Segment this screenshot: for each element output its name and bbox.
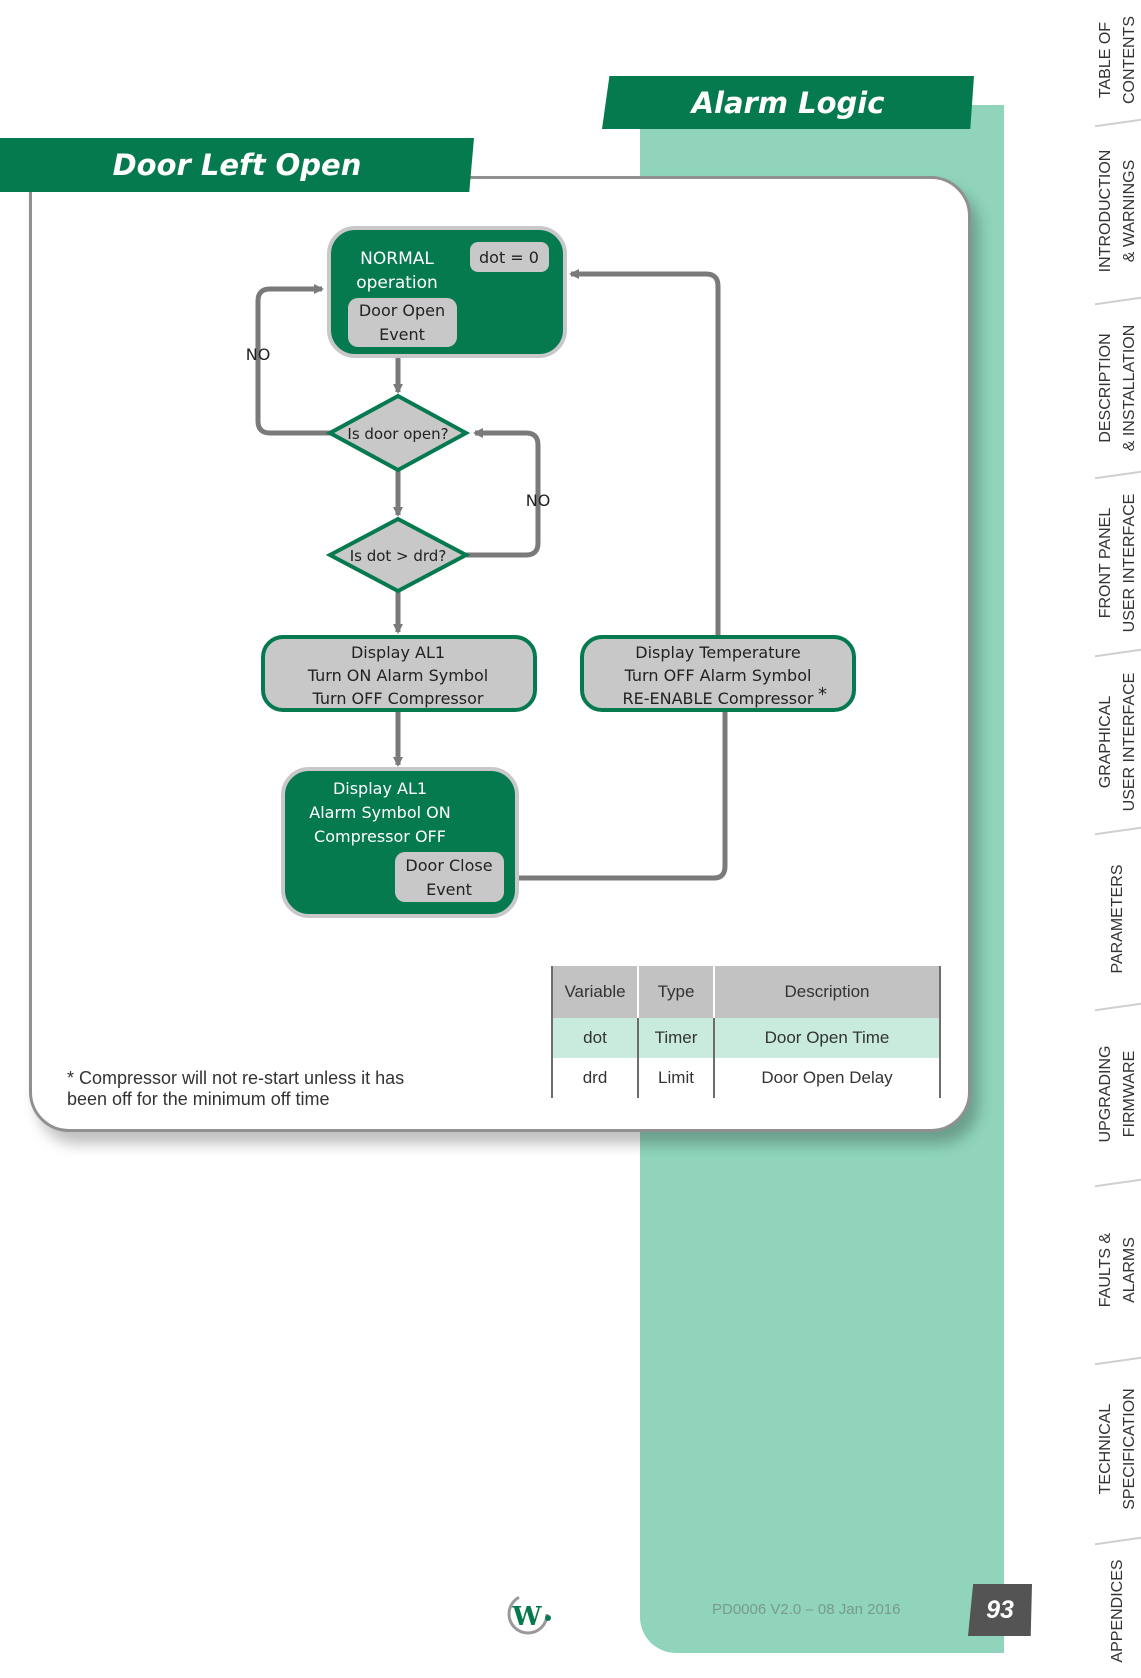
tab-description-installation[interactable]: DESCRIPTION & INSTALLATION xyxy=(1095,304,1141,472)
table-header: Variable xyxy=(551,966,639,1018)
door-open-event-line2: Event xyxy=(379,325,425,344)
alarm-action-box: Display AL1 Turn ON Alarm Symbol Turn OF… xyxy=(261,635,537,712)
tab-label: FRONT PANEL USER INTERFACE xyxy=(1097,493,1138,633)
decision-door-open: Is door open? xyxy=(325,393,471,473)
restore-action-line2: Turn OFF Alarm Symbol xyxy=(624,666,812,685)
tab-label: APPENDICES xyxy=(1109,1559,1126,1663)
table-row: drd Limit Door Open Delay xyxy=(551,1058,941,1098)
normal-operation-box: NORMAL operation dot = 0 Door Open Event xyxy=(327,226,567,358)
alarm-state-line2: Alarm Symbol ON xyxy=(309,803,450,822)
arrow-restore-to-normal xyxy=(569,269,721,636)
table-header-row: Variable Type Description xyxy=(551,966,941,1018)
tab-parameters[interactable]: PARAMETERS xyxy=(1095,834,1141,1004)
tab-label: TABLE OF CONTENTS xyxy=(1097,16,1138,104)
alarm-action-line3: Turn OFF Compressor xyxy=(312,689,484,708)
alarm-state-box: Display AL1 Alarm Symbol ON Compressor O… xyxy=(281,767,519,918)
tab-label: GRAPHICAL USER INTERFACE xyxy=(1097,672,1138,812)
restore-action-box: Display Temperature Turn OFF Alarm Symbo… xyxy=(580,635,856,712)
restore-action-line3: RE-ENABLE Compressor xyxy=(623,689,814,708)
alarm-state-line3: Compressor OFF xyxy=(314,827,446,846)
tab-front-panel-user-interface[interactable]: FRONT PANEL USER INTERFACE xyxy=(1095,478,1141,648)
tab-faults-alarms[interactable]: FAULTS & ALARMS xyxy=(1095,1186,1141,1354)
company-logo: W xyxy=(507,1593,551,1635)
table-cell: dot xyxy=(551,1018,638,1058)
table-cell: Limit xyxy=(637,1058,715,1098)
variables-table: Variable Type Description dot Timer Door… xyxy=(551,966,941,1098)
dot-reset-label: dot = 0 xyxy=(479,248,539,267)
arrow-no-dot-loop xyxy=(466,428,541,558)
tab-table-of-contents[interactable]: TABLE OF CONTENTS xyxy=(1095,0,1141,120)
tab-graphical-user-interface[interactable]: GRAPHICAL USER INTERFACE xyxy=(1095,656,1141,828)
subsection-title-banner: Door Left Open xyxy=(0,138,474,192)
document-code: PD0006 V2.0 – 08 Jan 2016 xyxy=(712,1601,901,1618)
decision-dot-greater-drd: Is dot > drd? xyxy=(325,516,471,594)
tab-label: INTRODUCTION & WARNINGS xyxy=(1097,149,1138,273)
alarm-action-line1: Display AL1 xyxy=(351,643,445,662)
tab-label: PARAMETERS xyxy=(1109,864,1126,974)
door-close-event-line1: Door Close xyxy=(405,856,492,875)
door-close-event-line2: Event xyxy=(426,880,472,899)
arrow-no-door-closed-loop xyxy=(255,284,332,436)
normal-title-line2: operation xyxy=(356,273,438,293)
decision-dot-drd-text: Is dot > drd? xyxy=(350,547,447,565)
tab-appendices[interactable]: APPENDICES xyxy=(1095,1544,1141,1678)
section-title: Alarm Logic xyxy=(691,85,885,120)
table-header: Type xyxy=(638,966,715,1018)
svg-text:W: W xyxy=(511,1602,542,1632)
decision-door-open-text: Is door open? xyxy=(347,425,448,443)
table-row: dot Timer Door Open Time xyxy=(551,1018,941,1058)
tab-label: DESCRIPTION & INSTALLATION xyxy=(1097,324,1138,452)
tab-technical-specification[interactable]: TECHNICAL SPECIFICATION xyxy=(1095,1364,1141,1534)
restore-action-line1: Display Temperature xyxy=(635,643,800,662)
table-cell: Door Open Delay xyxy=(714,1058,941,1098)
no-label-right: NO xyxy=(526,491,551,510)
alarm-action-line2: Turn ON Alarm Symbol xyxy=(307,666,488,685)
normal-title-line1: NORMAL xyxy=(360,249,434,269)
subsection-title: Door Left Open xyxy=(112,148,362,182)
tab-upgrading-firmware[interactable]: UPGRADING FIRMWARE xyxy=(1095,1010,1141,1178)
restore-action-asterisk: * xyxy=(818,684,827,705)
section-title-banner: Alarm Logic xyxy=(602,76,974,129)
table-cell: Door Open Time xyxy=(714,1018,941,1058)
no-label-left: NO xyxy=(246,345,271,364)
page-number: 93 xyxy=(968,1584,1032,1636)
table-cell: Timer xyxy=(637,1018,715,1058)
tab-label: UPGRADING FIRMWARE xyxy=(1097,1045,1138,1143)
section-tabs: TABLE OF CONTENTS INTRODUCTION & WARNING… xyxy=(1095,0,1141,1678)
tab-label: TECHNICAL SPECIFICATION xyxy=(1097,1388,1138,1510)
compressor-footnote: * Compressor will not re-start unless it… xyxy=(67,1068,405,1109)
tab-introduction-warnings[interactable]: INTRODUCTION & WARNINGS xyxy=(1095,126,1141,296)
table-cell: drd xyxy=(551,1058,638,1098)
door-open-event-line1: Door Open xyxy=(359,301,445,320)
table-header: Description xyxy=(714,966,941,1018)
tab-label: FAULTS & ALARMS xyxy=(1097,1232,1138,1308)
alarm-state-line1: Display AL1 xyxy=(333,779,427,798)
arrow-door-close-to-restore xyxy=(507,712,728,881)
